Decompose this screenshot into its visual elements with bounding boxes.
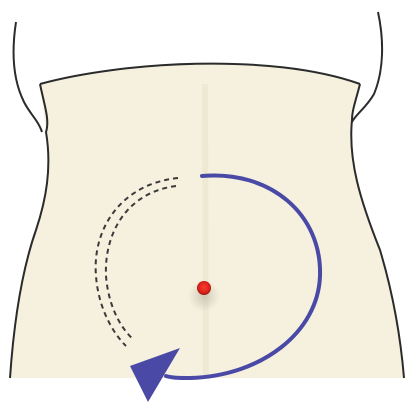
- navel-dot: [197, 281, 211, 295]
- left-arm-outline: [14, 22, 42, 132]
- torso-center-shade: [205, 84, 206, 378]
- right-arm-outline: [352, 12, 382, 122]
